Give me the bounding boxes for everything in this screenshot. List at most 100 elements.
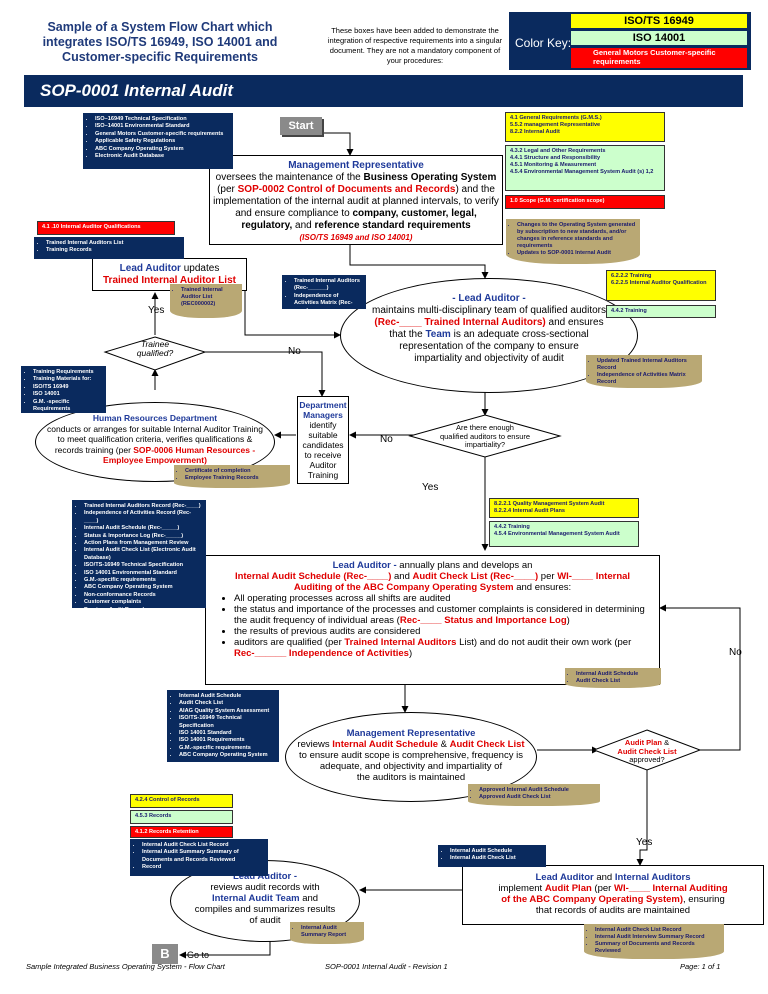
- list-item: ABC Company Operating System: [179, 752, 275, 759]
- mgmt-rep-box: Management Representative oversees the m…: [209, 155, 503, 245]
- review-l1r: Internal Audit Schedule: [332, 739, 438, 750]
- lead-main-l3a: that the: [389, 329, 426, 340]
- std-box-4: 4.1 .10 Internal Auditor Qualifications: [37, 221, 175, 235]
- rr-l1: reviews audit records with: [210, 882, 320, 893]
- rr-l4: of audit: [249, 915, 281, 926]
- plan-title: Lead Auditor -: [332, 560, 397, 571]
- list-item: Trained Internal Auditor List (REC000002…: [181, 287, 239, 308]
- list-item: Approved Internal Audit Schedule: [479, 787, 597, 794]
- trainee-l2: qualified?: [136, 348, 174, 358]
- mgmt-rep-l2b: ) and the: [455, 184, 495, 195]
- lead-upd-list: Trained Internal Auditor List: [103, 275, 236, 286]
- list-item: Updates to SOP-0001 Internal Audit: [517, 250, 637, 257]
- lead-upd-title: Lead Auditor: [119, 263, 181, 274]
- lead-main-l1: maintains multi-disciplinary team of qua…: [372, 305, 606, 316]
- list-item: Independence of Activities Matrix (Rec-_…: [294, 293, 362, 315]
- key-gm: General Motors Customer-specific require…: [571, 48, 747, 68]
- footer-left: Sample Integrated Business Operating Sys…: [26, 962, 225, 971]
- list-item: Independence of Activities Matrix Record: [597, 372, 699, 386]
- plan-a3: and ensures:: [513, 582, 572, 593]
- mgmt-rep-l1: oversees the maintenance of the Business…: [210, 172, 502, 184]
- list-item: ABC Company Operating System: [84, 584, 202, 591]
- impl-l4: that records of audits are maintained: [535, 905, 691, 916]
- plan-r1: Internal Audit Schedule (Rec-____): [234, 571, 392, 582]
- rr-l3: compiles and summarizes results: [194, 904, 336, 915]
- trainee-l1: Trainee: [140, 339, 170, 349]
- list-item: G.M.-specific requirements: [179, 745, 275, 752]
- outputs-box-7: Internal Audit Summary Report: [290, 922, 364, 944]
- plan-r2: Audit Check List (Rec-____): [412, 571, 539, 582]
- list-item: Internal Audit Check List Record: [142, 842, 264, 849]
- plan-bullet-4: auditors are qualified (per Trained Inte…: [234, 637, 653, 659]
- plan-b4a: auditors are qualified (per: [234, 637, 345, 648]
- label-yes-enough: Yes: [422, 482, 439, 493]
- approved-l3: approved?: [629, 755, 665, 764]
- lead-upd-t2: updates: [180, 263, 220, 274]
- list-item: ISO 14001 Standard: [179, 730, 275, 737]
- outputs-box-5: Internal Audit ScheduleAudit Check List: [565, 668, 661, 688]
- impl-l2a: implement: [498, 883, 545, 894]
- plan-b2a: the status and importance of the process…: [234, 604, 645, 626]
- inputs-box-1: ISO–16949 Technical SpecificationISO–140…: [83, 113, 233, 169]
- plan-bullet-2: the status and importance of the process…: [234, 604, 653, 626]
- list-item: Previous Audit Records: [84, 607, 202, 614]
- list-item: Record: [142, 864, 264, 871]
- list-item: ISO/TS-16949 Technical Specification: [179, 715, 275, 730]
- dept-body: identify suitable candidates to receive …: [302, 420, 344, 480]
- rr-title: Lead Auditor -: [232, 871, 298, 882]
- inputs-box-8: Internal Audit ScheduleInternal Audit Ch…: [438, 845, 546, 867]
- std-box-1: 4.1 General Requirements (G.M.S.) 5.5.2 …: [505, 112, 665, 142]
- plan-b2b: ): [566, 615, 570, 626]
- outputs-box-3: Updated Trained Internal Auditors Record…: [586, 355, 702, 388]
- list-item: Trained Internal Auditors Record (Rec-__…: [84, 503, 202, 510]
- list-item: Audit Check List: [179, 700, 275, 707]
- plan-approved-decision: Audit Plan & Audit Check List approved?: [603, 738, 691, 765]
- inputs-box-5: Trained Internal Auditors Record (Rec-__…: [72, 500, 206, 613]
- std-box-7: 8.2.2.1 Quality Management System Audit …: [489, 498, 639, 518]
- lead-main-l2: and ensures: [545, 317, 604, 328]
- std-box-6: 4.4.2 Training: [606, 305, 716, 318]
- label-no-trainee: No: [288, 346, 301, 357]
- list-item: Trained Internal Auditors (Rec-______): [294, 278, 362, 293]
- list-item: Internal Audit Schedule: [179, 693, 275, 700]
- list-item: Training Materials for:: [33, 376, 102, 383]
- hr-l3r: SOP-0006 Human Resources -: [133, 444, 256, 455]
- list-item: ISO/TS-16949 Technical Specification: [84, 562, 202, 569]
- list-item: Training Requirements: [33, 369, 102, 376]
- outputs-box-8: Internal Audit Check List RecordInternal…: [584, 924, 724, 959]
- outputs-box-6: Approved Internal Audit ScheduleApproved…: [468, 784, 600, 806]
- mgmt-rep-title: Management Representative: [288, 160, 424, 171]
- list-item: G.M.-specific requirements: [84, 577, 202, 584]
- list-item: Internal Audit Schedule: [576, 671, 658, 678]
- list-item: Summary of Documents and Records Reviewe…: [595, 941, 721, 955]
- hr-l1: conducts or arranges for suitable Intern…: [47, 423, 263, 434]
- lead-main-l5: impartiality and objectivity of audit: [414, 353, 564, 364]
- hr-title: Human Resources Department: [92, 413, 218, 423]
- mgmt-rep-l3: implementation of the internal audit at …: [213, 196, 499, 207]
- inputs-box-7: Internal Audit Check List RecordInternal…: [130, 839, 268, 876]
- mgmt-rep-l2-ref: SOP-0002 Control of Documents and Record…: [237, 184, 456, 195]
- list-item: Action Plans from Management Review: [84, 540, 202, 547]
- impl-l2r2: WI-____ Internal Auditing: [613, 883, 728, 894]
- list-item: ISO–14001 Environmental Standard: [95, 123, 229, 130]
- list-item: Training Records: [46, 247, 180, 254]
- plan-b4r: Trained Internal Auditors: [344, 637, 457, 648]
- plan-b4r2: Rec-______ Independence of Activities: [234, 648, 409, 659]
- std-box-11: 4.1.2 Records Retention: [130, 826, 233, 838]
- list-item: Independence of Activities Record (Rec-_…: [84, 510, 202, 525]
- list-item: Internal Audit Check List (Electronic Au…: [84, 547, 202, 562]
- list-item: General Motors Customer-specific require…: [95, 131, 229, 138]
- lead-main-l3b: Team: [425, 329, 451, 340]
- std-box-8: 4.4.2 Training 4.5.4 Environmental Manag…: [489, 521, 639, 547]
- inputs-box-2: Trained Internal Auditors ListTraining R…: [34, 237, 184, 259]
- list-item: Applicable Safety Regulations: [95, 138, 229, 145]
- footer-page: Page: 1 of 1: [680, 962, 721, 971]
- list-item: Certificate of completion: [185, 468, 287, 475]
- trainee-qualified-decision: Trainee qualified?: [110, 340, 200, 358]
- review-l1b: &: [438, 739, 450, 750]
- plan-r3: WI-____ Internal: [557, 571, 631, 582]
- lead-main-l4: representation of the company to ensure: [399, 341, 579, 352]
- audit-plan-box: Lead Auditor - annually plans and develo…: [205, 555, 660, 685]
- list-item: Audit Check List: [576, 678, 658, 685]
- list-item: Internal Audit Check List Record: [595, 927, 721, 934]
